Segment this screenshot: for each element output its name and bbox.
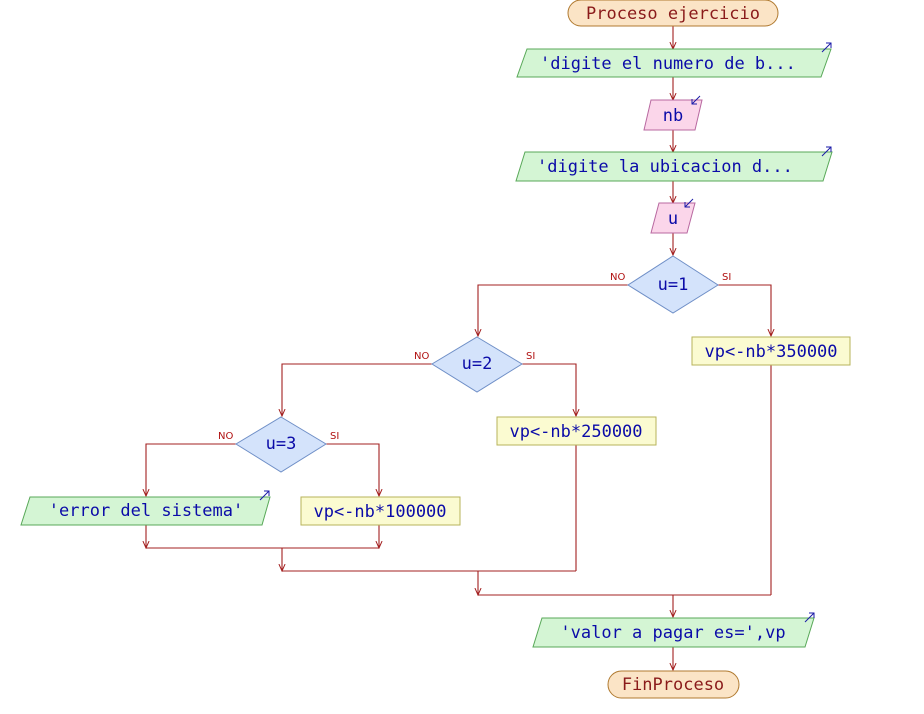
write-prompt-location-label: 'digite la ubicacion d... xyxy=(537,157,793,177)
assign-350000: vp<-nb*350000 xyxy=(691,336,851,366)
write-prompt-base-label: 'digite el numero de b... xyxy=(540,54,796,74)
assign-100000: vp<-nb*100000 xyxy=(300,496,461,526)
output-arrow-icon xyxy=(804,612,815,623)
assign-250000: vp<-nb*250000 xyxy=(496,416,657,446)
assign-350000-label: vp<-nb*350000 xyxy=(704,342,837,362)
decision-u2: u=2 SI NO xyxy=(414,336,535,393)
write-error-label: 'error del sistema' xyxy=(49,501,243,521)
start-terminal: Proceso ejercicio xyxy=(567,0,779,27)
assign-250000-label: vp<-nb*250000 xyxy=(509,422,642,442)
write-prompt-base: 'digite el numero de b... xyxy=(516,42,832,78)
end-terminal-label: FinProceso xyxy=(622,675,724,695)
read-u-label: u xyxy=(668,209,678,229)
read-nb: nb xyxy=(643,95,703,131)
connector-edges xyxy=(146,26,771,670)
start-terminal-label: Proceso ejercicio xyxy=(586,4,760,24)
decision-u3-no-label: NO xyxy=(218,431,233,442)
write-result: 'valor a pagar es=',vp xyxy=(532,612,815,648)
end-terminal: FinProceso xyxy=(607,670,740,699)
decision-u2-no-label: NO xyxy=(414,351,429,362)
decision-u1-condition: u=1 xyxy=(658,275,689,295)
decision-u3: u=3 SI NO xyxy=(218,416,339,473)
write-prompt-location: 'digite la ubicacion d... xyxy=(515,146,833,182)
assign-100000-label: vp<-nb*100000 xyxy=(313,502,446,522)
read-nb-label: nb xyxy=(663,106,683,126)
input-arrow-icon xyxy=(691,95,701,105)
decision-u3-condition: u=3 xyxy=(266,434,297,454)
output-arrow-icon xyxy=(821,146,832,157)
read-u: u xyxy=(650,198,696,234)
decision-u2-yes-label: SI xyxy=(526,351,535,362)
decision-u1: u=1 SI NO xyxy=(610,255,731,314)
decision-u3-yes-label: SI xyxy=(330,431,339,442)
output-arrow-icon xyxy=(821,42,832,53)
decision-u2-condition: u=2 xyxy=(462,354,493,374)
input-arrow-icon xyxy=(684,198,694,208)
write-error: 'error del sistema' xyxy=(20,490,271,526)
decision-u1-yes-label: SI xyxy=(722,272,731,283)
output-arrow-icon xyxy=(259,490,270,501)
decision-u1-no-label: NO xyxy=(610,272,625,283)
write-result-label: 'valor a pagar es=',vp xyxy=(560,623,785,643)
